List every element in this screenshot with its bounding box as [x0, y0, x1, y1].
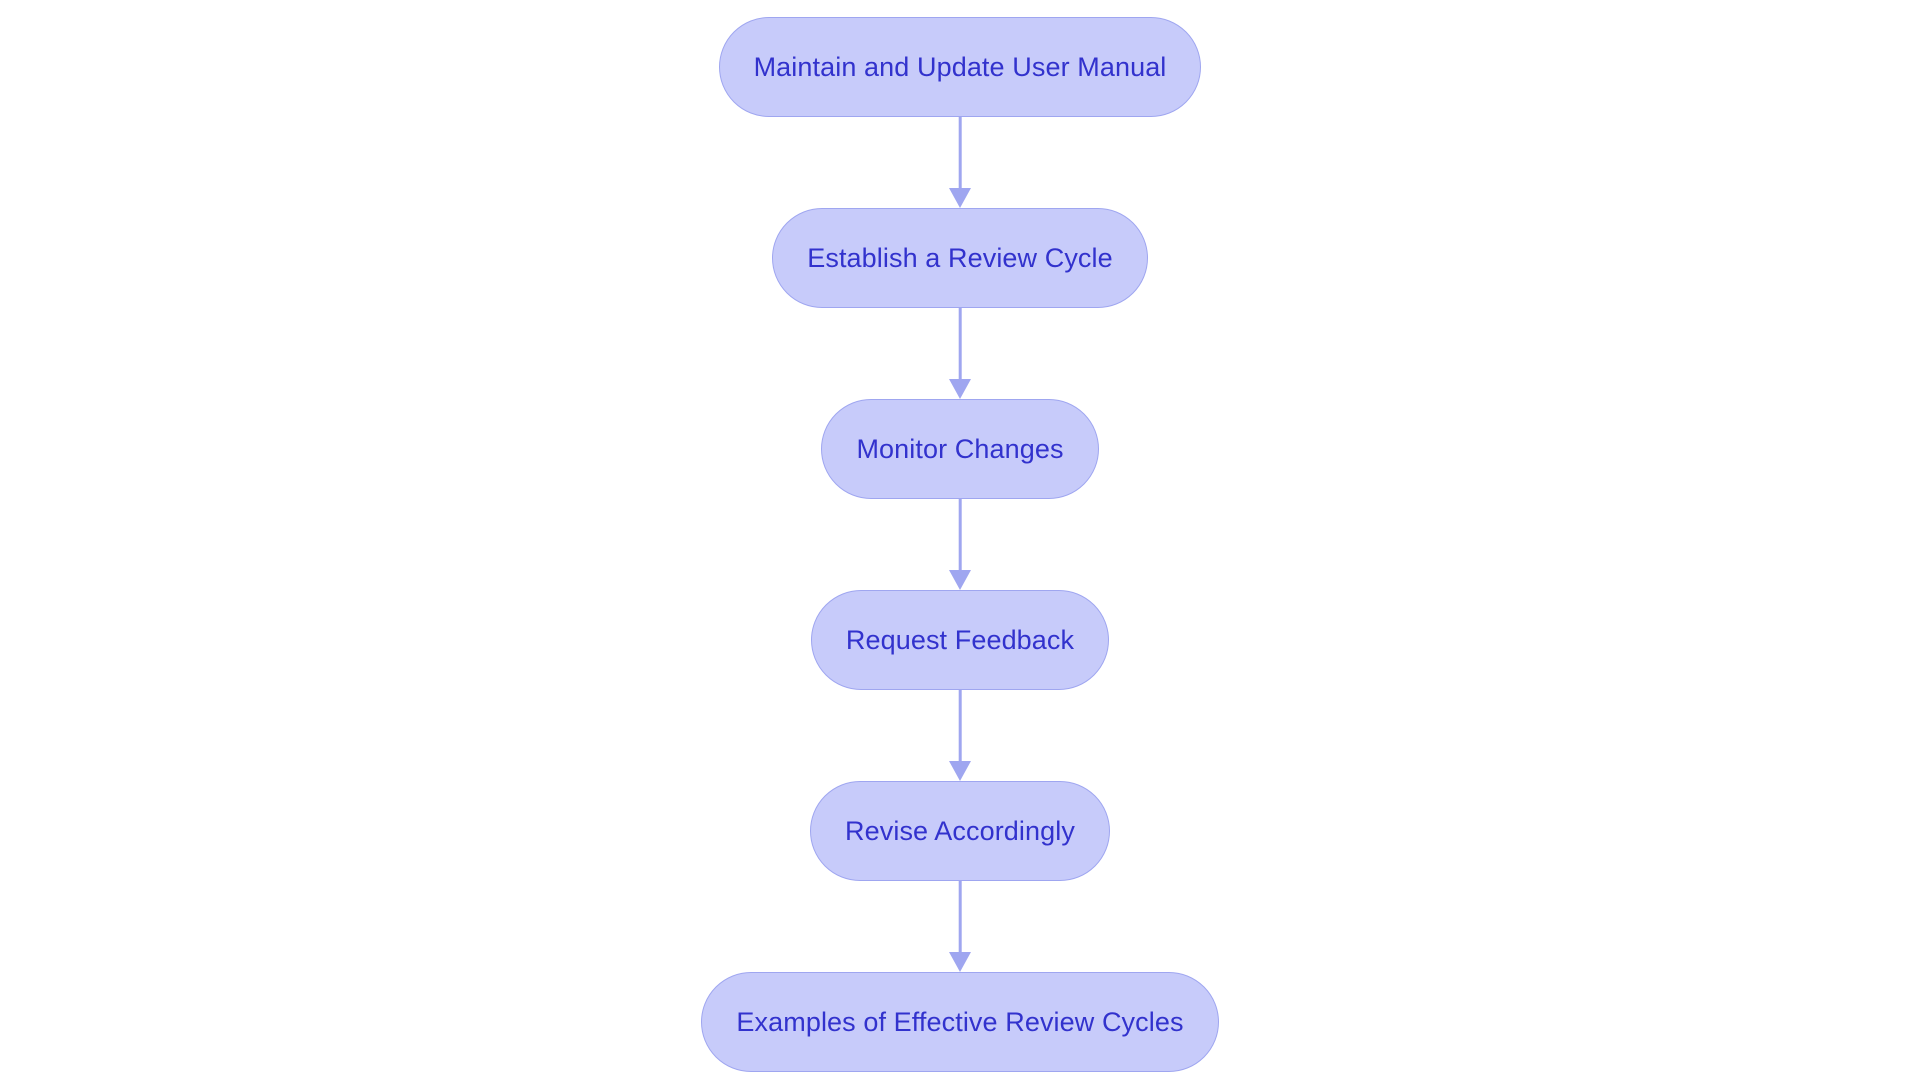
edge-line — [958, 881, 962, 953]
flow-edge-n4-n5 — [949, 690, 971, 781]
down-arrow-icon — [949, 188, 971, 208]
down-arrow-icon — [949, 379, 971, 399]
flow-node-examples-of-effective-review-cycles[interactable]: Examples of Effective Review Cycles — [701, 972, 1219, 1072]
flow-node-label: Examples of Effective Review Cycles — [736, 1006, 1184, 1037]
edge-line — [958, 308, 962, 380]
flow-node-label: Revise Accordingly — [845, 815, 1075, 846]
flow-node-label: Establish a Review Cycle — [807, 242, 1113, 273]
down-arrow-icon — [949, 761, 971, 781]
flow-edge-n5-n6 — [949, 881, 971, 972]
down-arrow-icon — [949, 952, 971, 972]
flow-edge-n1-n2 — [949, 117, 971, 208]
flow-node-label: Maintain and Update User Manual — [753, 51, 1167, 82]
flow-node-monitor-changes[interactable]: Monitor Changes — [821, 399, 1099, 499]
flow-node-revise-accordingly[interactable]: Revise Accordingly — [810, 781, 1110, 881]
flow-edge-n3-n4 — [949, 499, 971, 590]
flow-node-request-feedback[interactable]: Request Feedback — [810, 590, 1110, 690]
edge-line — [958, 117, 962, 189]
down-arrow-icon — [949, 570, 971, 590]
flow-node-label: Request Feedback — [845, 624, 1075, 655]
flow-node-maintain-and-update-user-manual[interactable]: Maintain and Update User Manual — [718, 17, 1202, 117]
flow-node-establish-a-review-cycle[interactable]: Establish a Review Cycle — [772, 208, 1148, 308]
edge-line — [958, 690, 962, 762]
edge-line — [958, 499, 962, 571]
flow-edge-n2-n3 — [949, 308, 971, 399]
flow-node-label: Monitor Changes — [856, 433, 1064, 464]
